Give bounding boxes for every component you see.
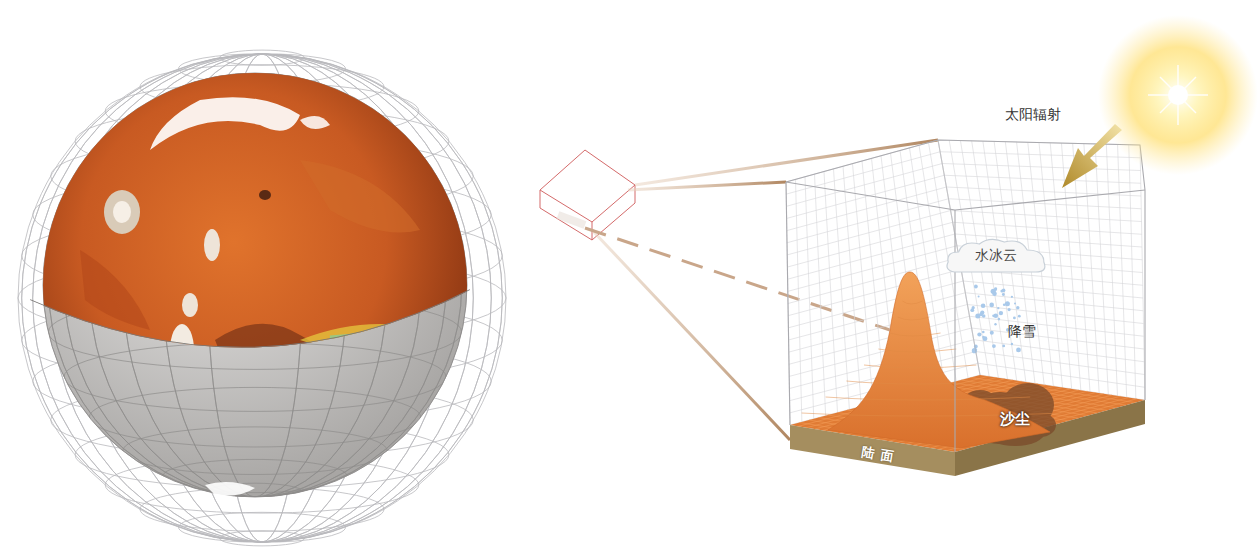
cloud-node: 水冰云 bbox=[944, 236, 1048, 276]
dust-label: 沙尘 bbox=[1000, 410, 1030, 429]
cloud-label: 水冰云 bbox=[975, 247, 1017, 265]
radiation-label: 太阳辐射 bbox=[1005, 106, 1061, 124]
snow-label: 降雪 bbox=[1008, 323, 1036, 341]
